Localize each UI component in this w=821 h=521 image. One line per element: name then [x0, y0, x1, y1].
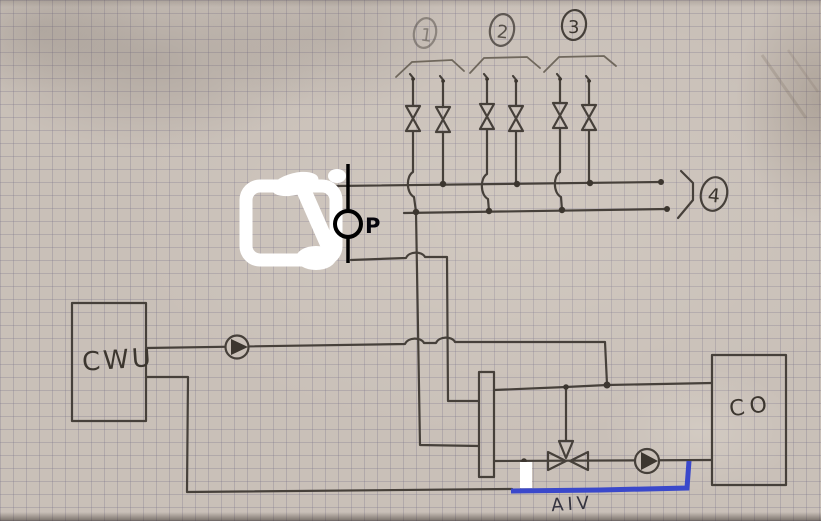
- separator-to-co-lower-pipe: [492, 458, 714, 463]
- lower-header-line: [402, 207, 669, 215]
- zone-4-number: 4: [707, 184, 721, 207]
- junction-dots: [411, 77, 670, 464]
- co-label: CO: [728, 392, 774, 423]
- zone-3-number: 3: [568, 17, 579, 38]
- outlet-brace: [676, 169, 695, 220]
- pump-impeller: [231, 339, 248, 355]
- zone-risers: [404, 72, 598, 448]
- circle-1-outline: [412, 17, 438, 49]
- circulation-pump-2-icon: [633, 447, 661, 475]
- hydraulic-separator: [477, 370, 496, 479]
- separator-to-co-upper-pipe: [492, 381, 714, 392]
- zone-2-return-line-and-valve: [507, 80, 525, 186]
- upper-header-line: [333, 180, 663, 188]
- three-way-valve-icon: [546, 450, 590, 472]
- whiteout-blob-bottom: [296, 246, 336, 270]
- zone-numbers: 1 2 3 4: [412, 8, 729, 220]
- distribution-headers: [333, 180, 669, 215]
- valve-left-triangle: [546, 450, 568, 472]
- pump-impeller: [641, 452, 658, 470]
- aiv-label: AIV: [550, 492, 593, 516]
- pressure-gauge-circle: [333, 209, 363, 239]
- pressure-label: P: [365, 214, 380, 238]
- zone-1-number: 1: [419, 25, 433, 47]
- cwu-label: CWU: [81, 343, 155, 378]
- circle-3-outline: [560, 8, 588, 42]
- valve-right-triangle: [568, 450, 590, 472]
- circulation-pump-1-icon: [224, 334, 250, 360]
- zone-1-circle: 1: [412, 17, 438, 49]
- whiteout-diagonal: [293, 176, 338, 258]
- whiteout-blob-top: [271, 171, 319, 197]
- zone-2-circle: 2: [488, 13, 516, 47]
- cwu-tank-box: [70, 301, 148, 423]
- zone-3-bracket: [543, 55, 617, 73]
- valve-actuator-riser: [557, 385, 575, 460]
- paper-crease: [786, 49, 820, 93]
- cwu-supply-pipe: [144, 336, 609, 386]
- zone-1-bracket: [395, 59, 465, 78]
- whiteout-patch: [239, 169, 532, 488]
- blue-correction-pipe: [510, 460, 692, 494]
- paper-crease: [760, 54, 808, 119]
- zone-1-supply-line-and-valve: [404, 78, 481, 448]
- supply-drop-pipe: [349, 251, 481, 403]
- zone-1-return-line-and-valve: [434, 80, 452, 185]
- zone-4-circle: 4: [699, 176, 729, 212]
- zone-3-circle: 3: [560, 8, 588, 42]
- zone-branch-brackets: [395, 55, 617, 78]
- blue-correction: AIV: [510, 460, 692, 516]
- whiteout-speck: [328, 169, 346, 183]
- zone-2-bracket: [469, 56, 541, 74]
- pressure-gauge-icon: P: [333, 164, 380, 263]
- circle-4-outline: [699, 176, 729, 212]
- zone-3-return-line-and-valve: [580, 80, 598, 185]
- co-circuit-box: [710, 353, 788, 487]
- zone-2-number: 2: [496, 22, 510, 44]
- bottom-return-pipe: [144, 375, 514, 494]
- whiteout-bar: [520, 462, 532, 488]
- circle-2-outline: [488, 13, 516, 47]
- zone-2-supply-line-and-valve: [478, 78, 496, 213]
- main-circuit: CWU CO: [70, 251, 788, 494]
- zone-3-supply-line-and-valve: [551, 78, 569, 212]
